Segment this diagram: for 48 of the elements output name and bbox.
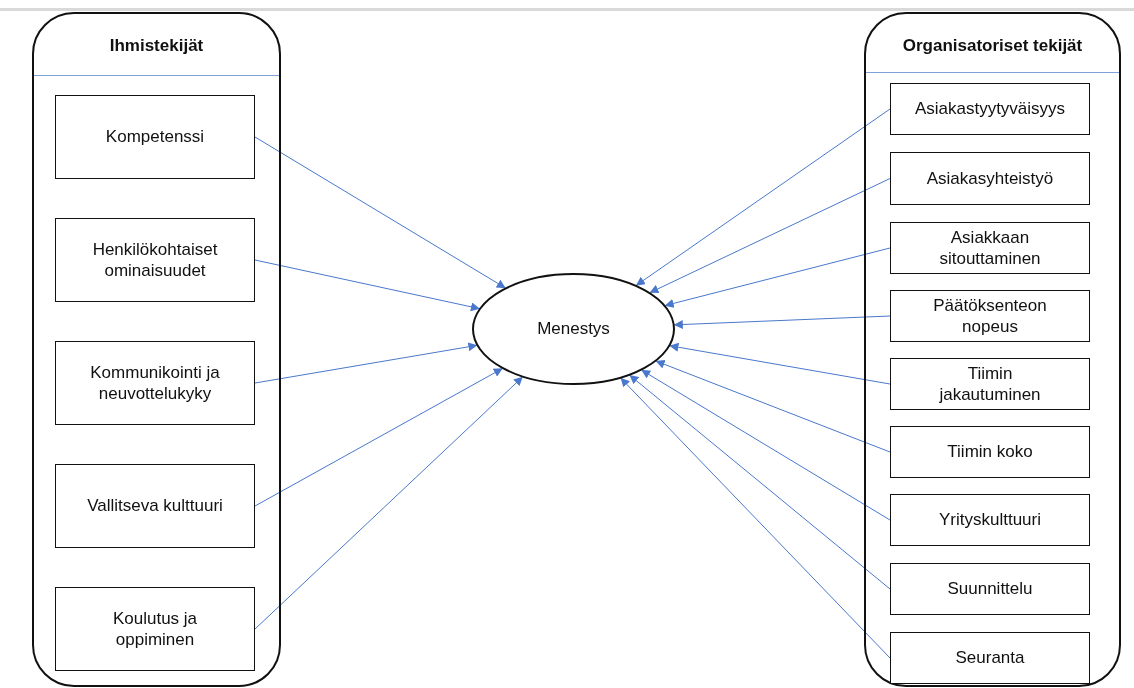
arrow: [254, 368, 503, 507]
factor-box: [890, 358, 1090, 410]
group-panel: [32, 12, 281, 687]
box-label: Tiimin jakautuminen: [938, 362, 1042, 406]
factor-box: [890, 290, 1090, 342]
panel-heading: Ihmistekijät: [108, 36, 205, 56]
box-label: Koulutus ja oppiminen: [111, 607, 199, 651]
box-label: Asiakkaan sitouttaminen: [938, 226, 1042, 270]
group-panel: [864, 12, 1121, 687]
box-label: Henkilökohtaiset ominaisuudet: [91, 238, 219, 282]
arrow: [641, 369, 891, 521]
box-label: Kompetenssi: [104, 126, 206, 148]
box-label: Yrityskulttuuri: [938, 509, 1042, 531]
arrow: [254, 376, 523, 630]
arrow: [664, 247, 891, 308]
factor-box: [890, 426, 1090, 478]
factor-box: [890, 563, 1090, 615]
box-label: Vallitseva kulttuuri: [86, 495, 224, 517]
box-label: Seuranta: [954, 647, 1026, 669]
panel-heading: Organisatoriset tekijät: [901, 36, 1084, 56]
ellipse-node: [472, 273, 675, 385]
factor-box: [890, 494, 1090, 546]
box-label: Suunnittelu: [946, 578, 1034, 600]
node-label: Menestys: [537, 319, 610, 339]
arrow: [669, 342, 891, 385]
box-label: Asiakasyhteistyö: [925, 167, 1055, 190]
factor-box: [55, 218, 255, 302]
arrow: [254, 259, 480, 312]
factor-box: [55, 95, 255, 179]
box-label: Päätöksenteon nopeus: [932, 294, 1048, 338]
factor-box: [55, 341, 255, 425]
arrow: [673, 315, 891, 329]
factor-box: [890, 152, 1090, 205]
factor-box: [55, 587, 255, 671]
arrow: [254, 136, 506, 289]
box-label: Kommunikointi ja neuvottelukyky: [89, 361, 221, 405]
factor-box: [890, 632, 1090, 684]
arrow: [620, 377, 891, 659]
arrow: [655, 360, 891, 453]
arrow: [649, 178, 891, 294]
factor-box: [55, 464, 255, 548]
arrow: [629, 374, 891, 590]
arrow: [254, 342, 478, 384]
factor-box: [890, 83, 1090, 135]
box-label: Tiimin koko: [946, 441, 1034, 463]
arrow: [635, 108, 891, 286]
box-label: Asiakastyytyväisyys: [913, 98, 1067, 120]
factor-box: [890, 222, 1090, 274]
